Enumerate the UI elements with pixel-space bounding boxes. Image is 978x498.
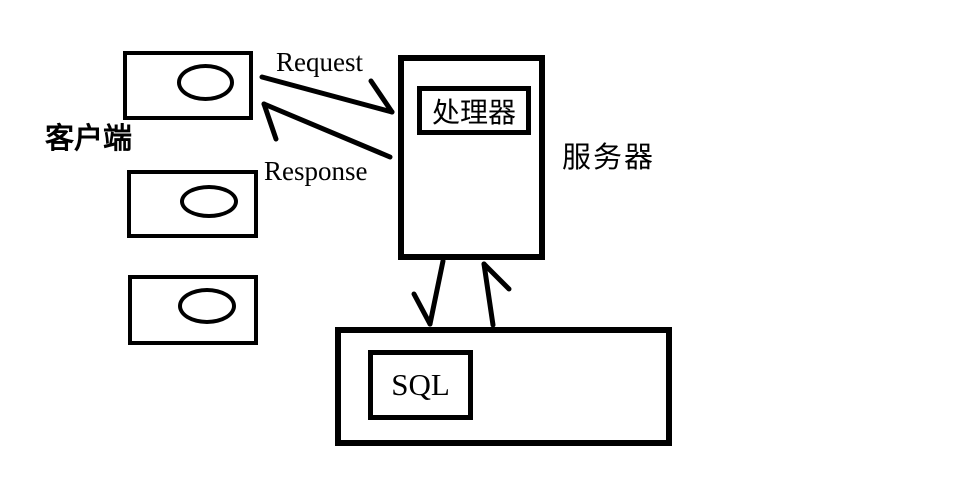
response-arrow — [261, 101, 393, 160]
request-label: Request — [276, 47, 363, 77]
server-label: 服务器 — [562, 142, 656, 174]
processor-box: 处理器 — [417, 86, 531, 135]
sql-label: SQL — [391, 367, 450, 402]
client-box-2 — [127, 170, 258, 238]
sql-box: SQL — [368, 350, 473, 420]
client-box-1 — [123, 51, 253, 120]
request-arrow — [259, 74, 395, 115]
clients-label: 客户端 — [45, 123, 133, 155]
client-screen-oval-3 — [178, 288, 236, 324]
database-to-server-arrow — [481, 261, 512, 328]
client-screen-oval-1 — [177, 64, 234, 101]
server-to-database-arrow — [411, 258, 446, 327]
client-screen-oval-2 — [180, 185, 238, 218]
client-box-3 — [128, 275, 258, 345]
processor-label: 处理器 — [431, 97, 516, 129]
response-label: Response — [264, 156, 368, 186]
